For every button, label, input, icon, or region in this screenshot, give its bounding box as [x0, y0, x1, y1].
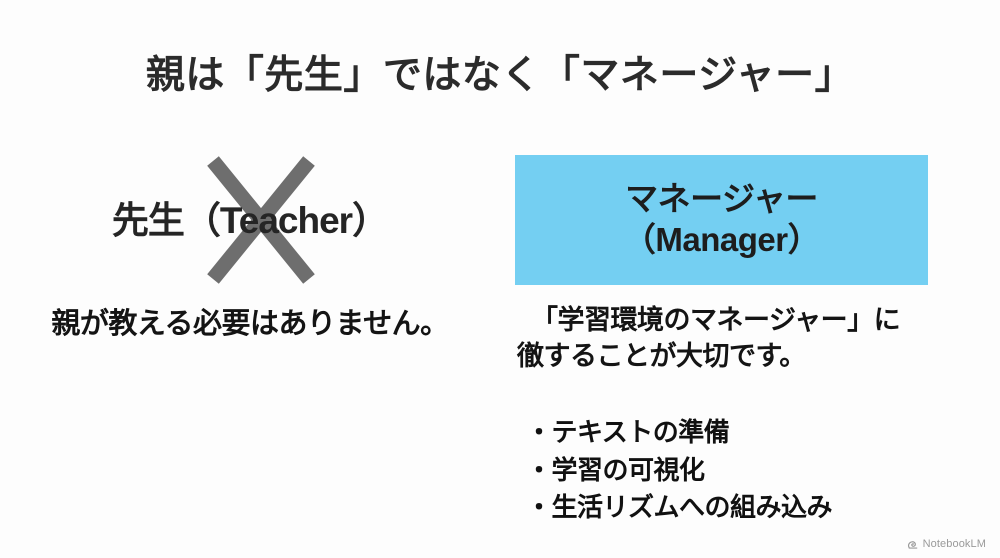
- teacher-label-wrapper: 先生（Teacher）: [0, 190, 500, 244]
- list-item: ・学習の可視化: [526, 454, 705, 485]
- notebooklm-icon: [907, 541, 917, 549]
- manager-highlight-box: マネージャー （Manager）: [515, 155, 928, 285]
- teacher-label: 先生（Teacher）: [111, 200, 389, 241]
- manager-task-list: ・テキストの準備 ・学習の可視化 ・生活リズムへの組み込み: [526, 414, 956, 527]
- notebooklm-watermark: NotebookLM: [907, 538, 986, 550]
- x-cross-mark-icon: [205, 155, 317, 285]
- manager-label-japanese: マネージャー: [625, 179, 818, 217]
- left-column: 先生（Teacher）: [0, 150, 500, 410]
- list-item: ・生活リズムへの組み込み: [526, 492, 833, 523]
- right-body-line-1: 「学習環境のマネージャー」に: [531, 305, 901, 335]
- watermark-label: NotebookLM: [922, 538, 986, 550]
- list-item: ・テキストの準備: [526, 417, 730, 447]
- right-body-line-2: 徹することが大切です。: [517, 340, 806, 371]
- manager-label-english: （Manager）: [622, 221, 821, 258]
- right-body-text: 「学習環境のマネージャー」に 徹することが大切です。: [517, 303, 947, 374]
- left-caption: 親が教える必要はありません。: [51, 308, 449, 340]
- page-title: 親は「先生」ではなく「マネージャー」: [145, 54, 855, 97]
